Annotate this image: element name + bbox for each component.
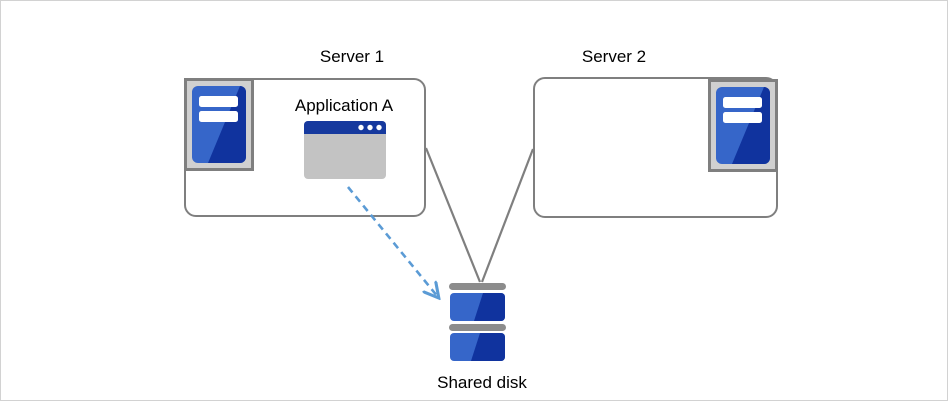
server2-label: Server 2 bbox=[581, 47, 647, 66]
connector-line-server2-disk bbox=[480, 148, 535, 283]
server-tower-icon bbox=[708, 79, 778, 172]
application-label: Application A bbox=[294, 96, 394, 115]
shared-disk-label: Shared disk bbox=[437, 373, 527, 392]
window-dot bbox=[358, 124, 364, 131]
window-dot bbox=[367, 124, 373, 131]
window-dot bbox=[376, 124, 382, 131]
server-tower-icon bbox=[184, 78, 254, 171]
connector-line-server1-disk bbox=[424, 147, 482, 283]
app-window-icon bbox=[304, 121, 386, 179]
disk-stack-icon bbox=[449, 283, 506, 361]
server1-label: Server 1 bbox=[319, 47, 385, 66]
